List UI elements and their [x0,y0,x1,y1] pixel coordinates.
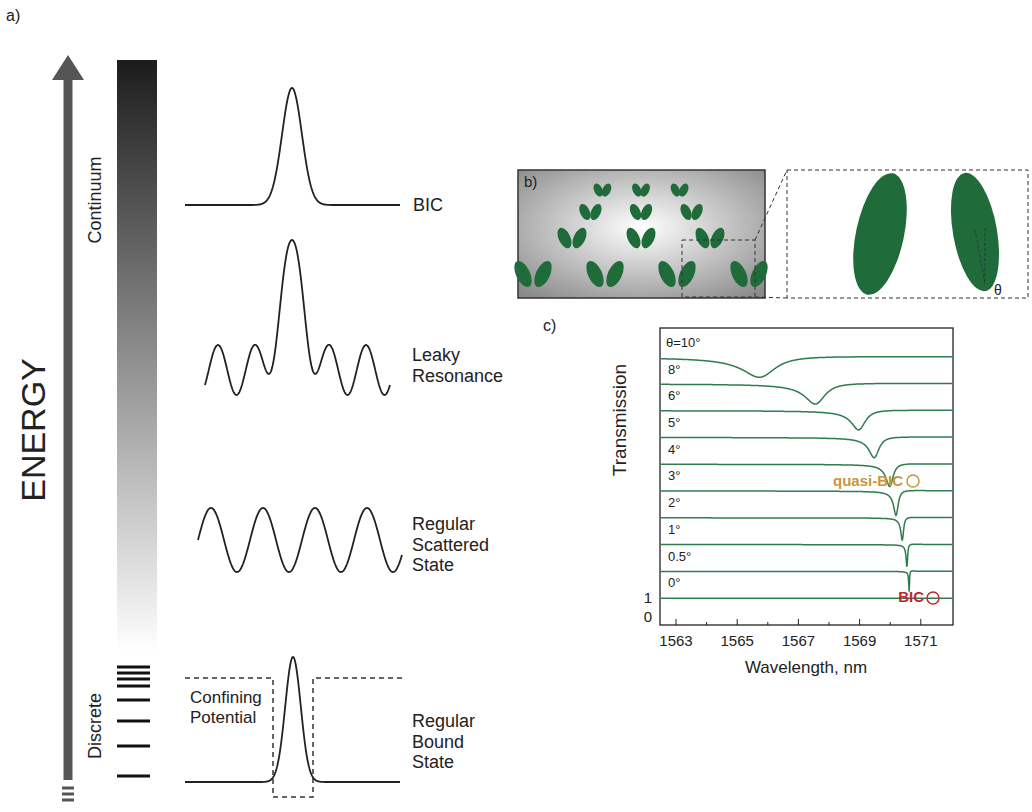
wavefunctions [185,88,402,782]
confining-potential [185,678,402,797]
pillar [531,258,556,289]
scattered-wave [198,508,402,572]
axis-title: ENERGY [14,358,53,502]
quasi-bic-marker [907,475,919,487]
pillar [844,168,917,299]
metasurface-panel [518,170,765,298]
pillar [588,202,604,222]
transmission-curve [661,464,952,487]
plot-frame [660,328,953,625]
panel-letter: a) [6,7,20,25]
discrete-levels [117,667,150,776]
angle-label: θ [994,282,1002,298]
pillar [678,202,694,222]
bound-wave [185,657,400,782]
axis-ticks [676,619,921,625]
pillar [624,226,644,251]
pillar [693,226,713,251]
band-label: Continuum [85,156,106,243]
pillar [708,226,728,251]
transmission-curve [661,437,952,458]
mode-label: BIC [898,588,924,605]
transmission-curves [661,357,952,599]
mode-label: quasi-BIC [833,472,903,489]
panel-letter: c) [543,317,556,335]
axis-value: 1 [644,589,652,606]
panel-letter: b) [524,173,537,190]
tick-label: 1565 [721,632,754,649]
pillar [727,258,752,289]
pillar [555,226,575,251]
tick-label: 1563 [659,632,692,649]
pillar [675,258,700,289]
angle-label: 6° [668,389,680,404]
pillar [570,226,590,251]
pillar [577,202,593,222]
band-label: Discrete [85,693,106,759]
leaky-wave [205,240,390,395]
pillar [639,226,659,251]
transmission-curve [661,357,952,378]
pillar [677,182,690,198]
elliptic-pillars [511,182,772,290]
angle-label: 8° [668,363,680,378]
transmission-curve [661,518,952,541]
pillar [639,202,655,222]
angle-label: 4° [668,443,680,458]
pillar [603,258,628,289]
angle-label: 2° [668,496,680,511]
zoom-box [682,240,755,297]
transmission-curve [661,410,952,430]
pillar [600,182,613,198]
axis-value: 0 [644,608,652,625]
inset-box [787,170,1028,298]
angle-label: 0° [668,576,680,591]
state-label: Leaky Resonance [412,345,512,386]
state-label: Regular Bound State [412,711,507,773]
bic-marker [927,592,939,604]
continuum-bar [117,60,157,652]
angle-label: 5° [668,416,680,431]
transmission-curve [661,544,952,567]
state-label: Regular Scattered State [412,514,507,576]
pillar [943,169,1007,295]
tick-label: 1567 [782,632,815,649]
transmission-curve [661,491,952,516]
angle-label: 3° [668,469,680,484]
pillar [583,258,608,289]
bic-wave [185,88,400,205]
pillar [747,258,772,289]
angle-label: 0.5° [668,550,691,565]
pillar [655,258,680,289]
transmission-curve [661,384,952,405]
axis-title: Transmission [609,364,631,476]
axis-title: Wavelength, nm [745,658,867,678]
pillar [689,202,705,222]
state-label: BIC [413,195,443,216]
energy-axis [52,55,84,800]
angle-label: θ=10° [666,336,700,351]
pillar [511,258,536,289]
tick-label: 1571 [904,632,937,649]
pillar [639,182,652,198]
tick-label: 1569 [843,632,876,649]
potential-label: Confining Potential [190,688,272,727]
angle-label: 1° [668,523,680,538]
pillar [628,202,644,222]
